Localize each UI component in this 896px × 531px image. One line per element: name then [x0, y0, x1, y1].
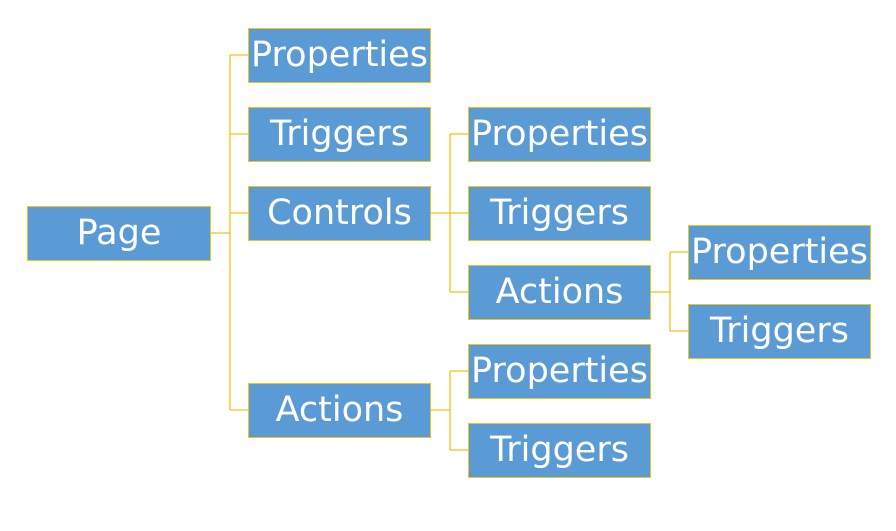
node-controls: Controls: [248, 186, 431, 241]
node-page: Page: [27, 206, 211, 261]
node-page-actions: Actions: [248, 383, 431, 438]
node-actions-triggers: Triggers: [468, 423, 651, 478]
node-controls-actions-triggers: Triggers: [688, 304, 871, 359]
node-actions-properties: Properties: [468, 344, 651, 399]
node-page-properties: Properties: [248, 28, 431, 83]
node-page-triggers: Triggers: [248, 107, 431, 162]
node-controls-actions: Actions: [468, 265, 651, 320]
node-controls-properties: Properties: [468, 107, 651, 162]
node-controls-actions-properties: Properties: [688, 225, 871, 280]
node-controls-triggers: Triggers: [468, 186, 651, 241]
